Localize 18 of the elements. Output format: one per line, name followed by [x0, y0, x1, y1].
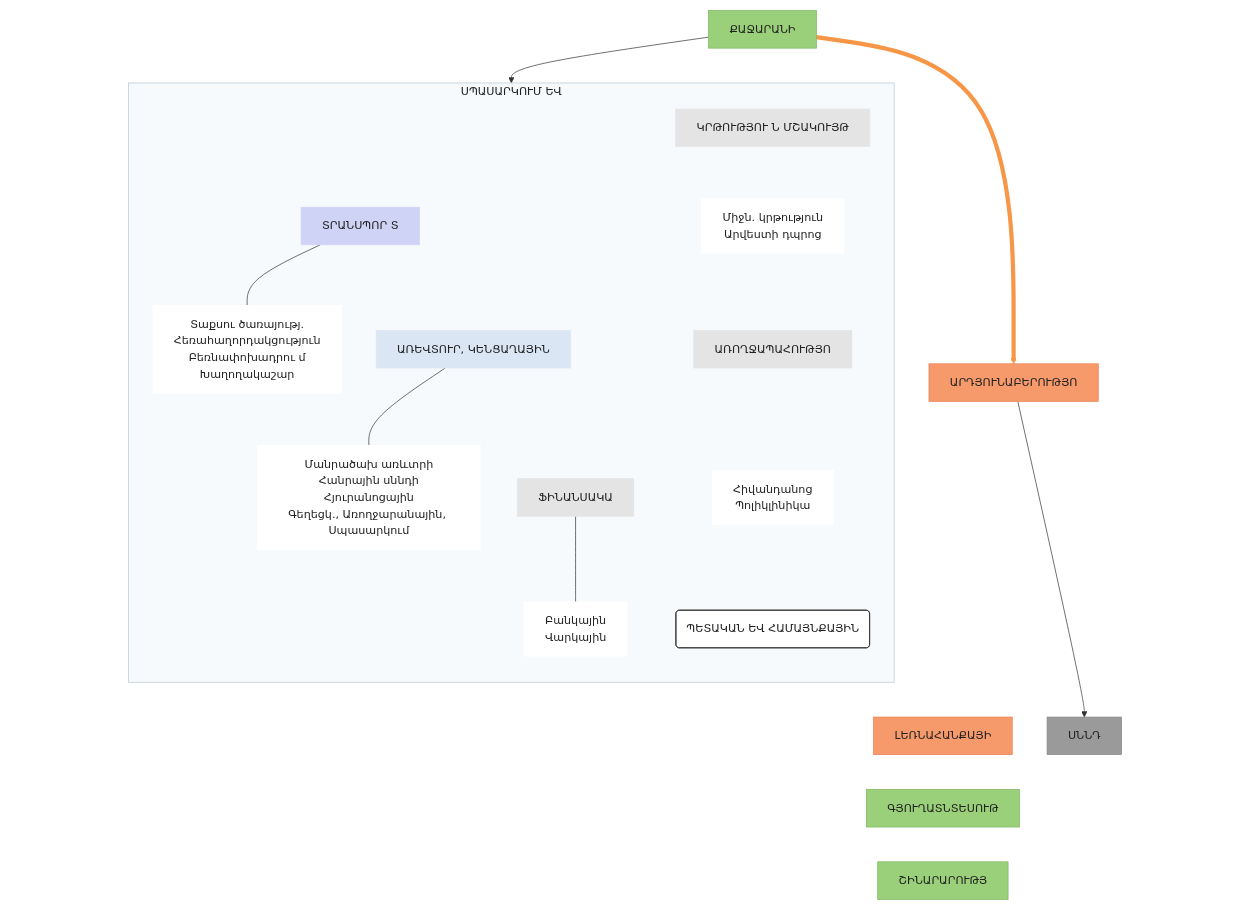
connector [575, 515, 577, 602]
node-box: ՔԱՋԱՐԱՆԻ [708, 9, 818, 48]
node-box: Մանրածախ առևտրի Հանրային սննդի Հյուրանոցային Գեղեցկ., Առողջարանային, Սպասարկում [257, 444, 481, 550]
node-box: ԱՐԴՅՈՒՆԱԲԵՐՈՒԹՅՈ [929, 362, 1099, 402]
node-box: ՇԻՆԱՐԱՐՈՒԹՅ [877, 861, 1009, 900]
node-box: ԳՅՈՒՂԱՏՆՏԵՍՈՒԹ [866, 788, 1021, 827]
connector [247, 243, 322, 306]
arrow [816, 34, 1018, 364]
node-box: ՍՆՆԴ [1047, 716, 1123, 755]
node-box: ԿՐԹՈՒԹՅՈՒ Ն ՄՇԱԿՈՒՅԹ [675, 108, 871, 147]
node-box: Բանկային Վարկային [524, 601, 628, 656]
node-box: ԼԵՌՆԱՀԱՆՔԱՅԻ [873, 716, 1013, 755]
node-box: ԱՌԵՎՏՈՒՐ, ԿԵՆՑԱՂԱՅԻՆ [376, 329, 572, 368]
node-box: Տաքսու ծառայությ. Հեռահաղորդակցություն Բեռնափոխադրու մ Խաղողակաշար [153, 304, 343, 393]
connector [368, 367, 447, 446]
node-box: ԱՌՈՂՋԱՊԱՀՈՒԹՅՈ [693, 329, 853, 368]
node-box: ՖԻՆԱՆՍԱԿԱ [517, 477, 635, 517]
node-box: ՏՐԱՆՍՊՈՐ Տ [301, 206, 421, 245]
